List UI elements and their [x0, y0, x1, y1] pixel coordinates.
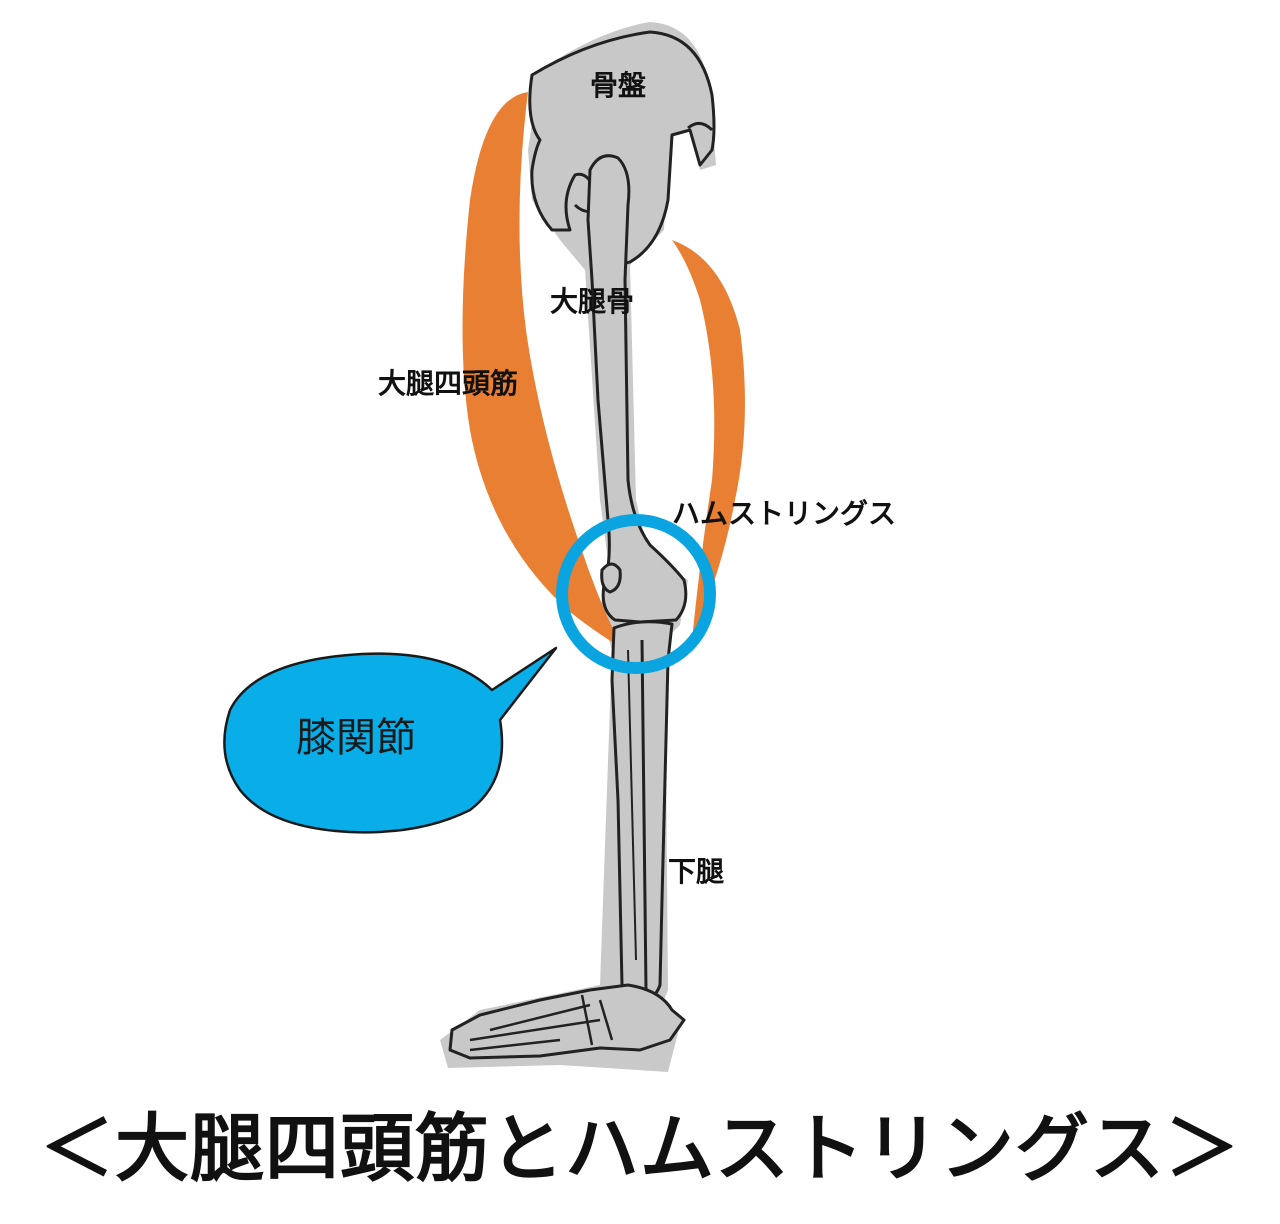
- hamstrings-muscle: [672, 240, 745, 640]
- foot-bones: [448, 983, 686, 1060]
- callout-knee-joint: 膝関節: [296, 715, 416, 761]
- tibia-line: [627, 649, 637, 961]
- quadriceps-muscle: [462, 92, 622, 648]
- foot-detail: [469, 994, 614, 1052]
- label-hamstrings: ハムストリングス: [672, 497, 897, 530]
- patella-bone: [600, 562, 622, 594]
- label-lower-leg: 下腿: [668, 855, 725, 888]
- label-quadriceps: 大腿四頭筋: [378, 367, 519, 400]
- label-pelvis: 骨盤: [590, 69, 647, 102]
- label-femur: 大腿骨: [550, 285, 635, 318]
- diagram-title: ＜大腿四頭筋とハムストリングス＞: [40, 1106, 1240, 1192]
- fibula-line: [640, 639, 648, 991]
- knee-joint-ring: [556, 514, 716, 674]
- knee-callout-bubble: [223, 646, 558, 834]
- pelvis-detail: [687, 122, 714, 132]
